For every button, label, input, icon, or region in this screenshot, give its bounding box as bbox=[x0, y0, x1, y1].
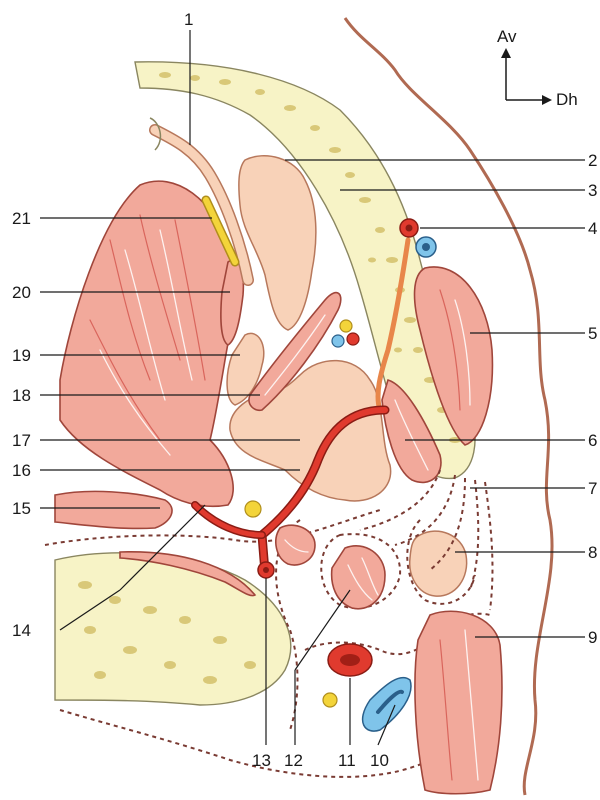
label-18: 18 bbox=[12, 386, 31, 405]
artery-small bbox=[347, 333, 359, 345]
label-10: 10 bbox=[370, 751, 389, 770]
label-3: 3 bbox=[588, 181, 597, 200]
label-6: 6 bbox=[588, 431, 597, 450]
muscle-9 bbox=[415, 611, 502, 794]
label-20: 20 bbox=[12, 283, 31, 302]
nerve-15 bbox=[245, 501, 261, 517]
label-14: 14 bbox=[12, 621, 31, 640]
label-19: 19 bbox=[12, 346, 31, 365]
label-12: 12 bbox=[284, 751, 303, 770]
label-4: 4 bbox=[588, 219, 597, 238]
label-11: 11 bbox=[338, 751, 356, 770]
nerve-small bbox=[340, 320, 352, 332]
label-7: 7 bbox=[588, 479, 597, 498]
axis-label-right: Dh bbox=[556, 90, 578, 109]
label-2: 2 bbox=[588, 151, 597, 170]
label-13: 13 bbox=[252, 751, 271, 770]
gland-2 bbox=[239, 156, 316, 330]
muscle-12 bbox=[332, 546, 385, 609]
label-17: 17 bbox=[12, 431, 31, 450]
label-21: 21 bbox=[12, 209, 31, 228]
label-15: 15 bbox=[12, 499, 31, 518]
axis-label-up: Av bbox=[497, 27, 517, 46]
label-5: 5 bbox=[588, 324, 597, 343]
nerve-11 bbox=[323, 693, 337, 707]
label-8: 8 bbox=[588, 543, 597, 562]
muscle-left-large bbox=[60, 181, 234, 506]
label-16: 16 bbox=[12, 461, 31, 480]
vein-small bbox=[332, 335, 344, 347]
label-9: 9 bbox=[588, 628, 597, 647]
muscle-15 bbox=[55, 491, 172, 528]
muscle-small bbox=[276, 525, 315, 565]
orientation-axes: Av Dh bbox=[497, 27, 578, 109]
label-1: 1 bbox=[184, 10, 193, 29]
